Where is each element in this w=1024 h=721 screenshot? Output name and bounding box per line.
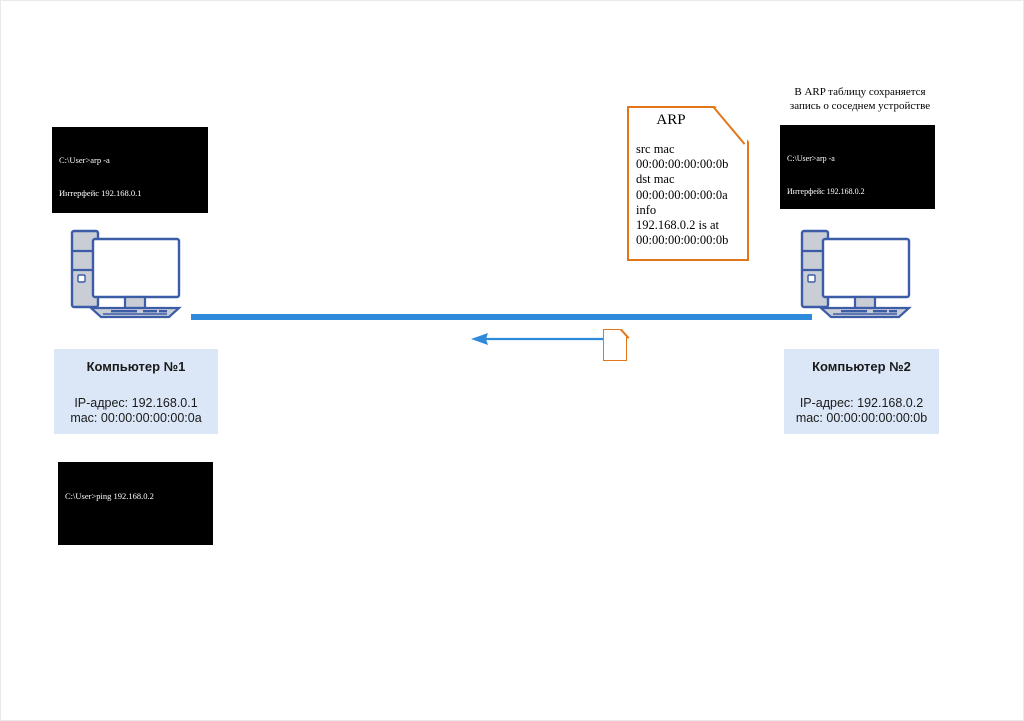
arrow-left-icon [471, 331, 606, 347]
computer-2-details: IP-адрес: 192.168.0.2 mac: 00:00:00:00:0… [795, 396, 928, 425]
computer-left-svg [70, 229, 182, 319]
desktop-computer-icon [67, 229, 187, 327]
arp-note-line-2: запись о соседнем устройстве [789, 100, 931, 112]
terminal-arp-computer-2: C:\User>arp -a Интерфейс 192.168.0.2 ---… [780, 125, 935, 209]
arp-packet-body: src mac 00:00:00:00:00:0b dst mac 00:00:… [636, 142, 729, 248]
arp-note-line-1: В ARP таблицу сохраняется [794, 86, 926, 98]
terminal-right-prompt: C:\User>arp -a [787, 154, 835, 163]
arp-packet-document: ARP src mac 00:00:00:00:00:0b dst mac 00… [627, 106, 749, 261]
desktop-computer-icon [797, 229, 917, 327]
network-link-line [191, 314, 812, 320]
terminal-left-prompt: C:\User>arp -a [59, 155, 110, 165]
computer-1-label: Компьютер №1 IP-адрес: 192.168.0.1 mac: … [54, 349, 218, 434]
arp-packet-title: ARP [656, 112, 686, 128]
computer-right-svg [800, 229, 912, 319]
document-icon [603, 328, 629, 361]
terminal-ping-computer-1: C:\User>ping 192.168.0.2 [58, 462, 213, 545]
computer-1-title: Компьютер №1 [86, 359, 186, 374]
terminal-right-interface: Интерфейс 192.168.0.2 [787, 187, 865, 196]
response-arrow-svg [471, 333, 606, 345]
computer-2-label: Компьютер №2 IP-адрес: 192.168.0.2 mac: … [784, 349, 939, 434]
terminal-ping-prompt: C:\User>ping 192.168.0.2 [65, 491, 154, 501]
terminal-arp-computer-1: C:\User>arp -a Интерфейс 192.168.0.1 ---… [52, 127, 208, 213]
arp-table-note: В ARP таблицу сохраняется запись о сосед… [765, 85, 955, 113]
terminal-left-interface: Интерфейс 192.168.0.1 [59, 188, 142, 198]
computer-1-details: IP-адрес: 192.168.0.1 mac: 00:00:00:00:0… [70, 396, 202, 425]
computer-2-title: Компьютер №2 [812, 359, 911, 374]
arp-packet-shape [627, 106, 749, 261]
